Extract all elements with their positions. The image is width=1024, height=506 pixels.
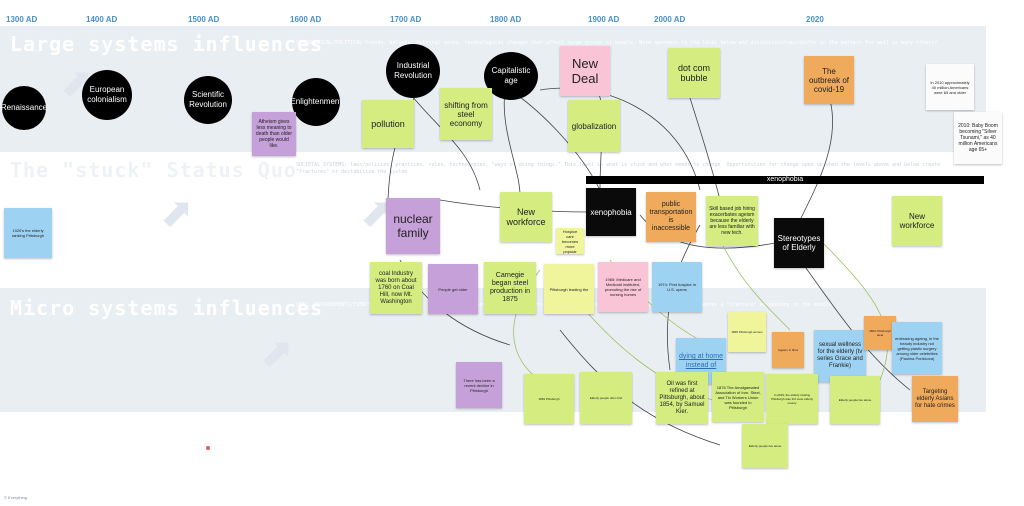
circle-enlightenment[interactable]: Enlightenment [292,78,340,126]
note-small-blue[interactable]: 1920's the elderly ranking Pittsburgh [4,208,52,258]
year-label: 1800 AD [490,15,522,24]
note-sexual-wellness[interactable]: sexual wellness for the elderly (tv seri… [814,330,866,382]
note-steel-economy[interactable]: shifting from steel economy [440,88,492,140]
note-ageism[interactable]: Ageism in films [772,332,804,368]
note-targeting[interactable]: Targeting elderly Asians for hate crimes [912,376,958,422]
note-globalization[interactable]: globalization [568,100,620,152]
note-purple-small-2[interactable]: There has been a recent decline in Pitts… [456,362,502,408]
note-dot-com[interactable]: dot com bubble [668,48,720,98]
note-hospice[interactable]: 1974: First hospice in U.S. opens [652,262,702,312]
note-amalgamated[interactable]: 1876 The Amalgamated Association of Iron… [712,372,764,422]
note-small-yellow-7[interactable]: Elderly people live alone [742,424,788,468]
year-label: 1400 AD [86,15,118,24]
note-new-workforce[interactable]: New workforce [500,192,552,242]
note-atheism[interactable]: Atheism gives less meaning to death than… [252,112,296,156]
note-xenophobia[interactable]: xenophobia [586,188,636,236]
note-us-stat[interactable]: In 2010 approximately 40 million America… [926,64,974,110]
note-stereotypes[interactable]: Stereotypes of Elderly [774,218,824,268]
note-purple-small[interactable]: People get older [428,264,478,314]
circle-renaissance[interactable]: Renaissance [2,86,46,130]
note-skill-based[interactable]: Skill based job hiring exacerbates ageis… [706,196,758,246]
year-label: 1700 AD [390,15,422,24]
note-small-yellow-6[interactable]: Elderly people live alone [830,376,880,424]
band-title-large: Large systems influences [10,32,323,56]
circle-scientific-revolution[interactable]: Scientific Revolution [184,76,232,124]
ghost-arrow-icon: ⬈ [260,331,294,375]
note-oil[interactable]: Oil was first refined at Pittsburgh, abo… [656,372,708,424]
note-pollution[interactable]: pollution [362,100,414,148]
circle-capitalistic-age[interactable]: Capitalistic age [484,52,538,100]
note-public-transportation[interactable]: public transportation is inaccessible [646,192,696,242]
year-label: 2020 [806,15,824,24]
note-covid[interactable]: The outbreak of covid-19 [804,56,854,104]
note-small-yellow-3[interactable]: 1865 Pittsburgh women [728,312,766,352]
circle-industrial-revolution[interactable]: Industrial Revolution [386,44,440,98]
note-coal-industry[interactable]: coal Industry was born about 1760 on Coa… [370,262,422,314]
band-desc-large: SOCIOLOGICAL/POLITICAL trends, beliefs, … [296,40,938,46]
note-pa-stat[interactable]: In 2019, the elderly ranking Pittsburgh … [766,374,818,424]
note-carnegie[interactable]: Carnegie began steel production in 1875 [484,262,536,314]
note-baby-boom[interactable]: 2010: Baby Boom becoming "Silver Tsunami… [954,112,1002,164]
note-small-yellow-4[interactable]: 1881 Pittsburgh [524,374,574,424]
note-new-workforce-2[interactable]: New workforce [892,196,942,246]
note-embracing-ageing[interactable]: embracing ageing, in the beauty industry… [892,322,942,374]
note-small-yellow-5[interactable]: Elderly people often find [580,372,632,424]
note-medicare[interactable]: 1965: Medicare and Medicaid instituted, … [598,262,648,312]
year-label: 1500 AD [188,15,220,24]
year-label: 1900 AD [588,15,620,24]
note-nuclear-family[interactable]: nuclear family [386,198,440,254]
note-small-yellow[interactable]: Hospice care becomes more popular [556,228,584,254]
year-label: 2000 AD [654,15,686,24]
footer-text: © Everything [4,495,27,500]
note-new-deal[interactable]: New Deal [560,46,610,96]
note-small-orange[interactable]: 1863: Pittsburgh steel [864,316,896,350]
circle-european-colonialism[interactable]: European colonialism [82,70,132,120]
year-label: 1600 AD [290,15,322,24]
ghost-arrow-icon: ⬈ [160,191,194,235]
band-title-micro: Micro systems influences [10,296,323,320]
band-title-stuck: The "stuck" Status Quo [10,158,297,182]
xenophobia-bar[interactable]: xenophobia [586,176,984,184]
year-label: 1300 AD [6,15,38,24]
note-small-yellow-2[interactable]: Pittsburgh leading the [544,264,594,314]
band-desc-stuck: SOCIETAL SYSTEMS: laws/policies, practic… [296,162,941,175]
cursor-dot [206,446,210,450]
